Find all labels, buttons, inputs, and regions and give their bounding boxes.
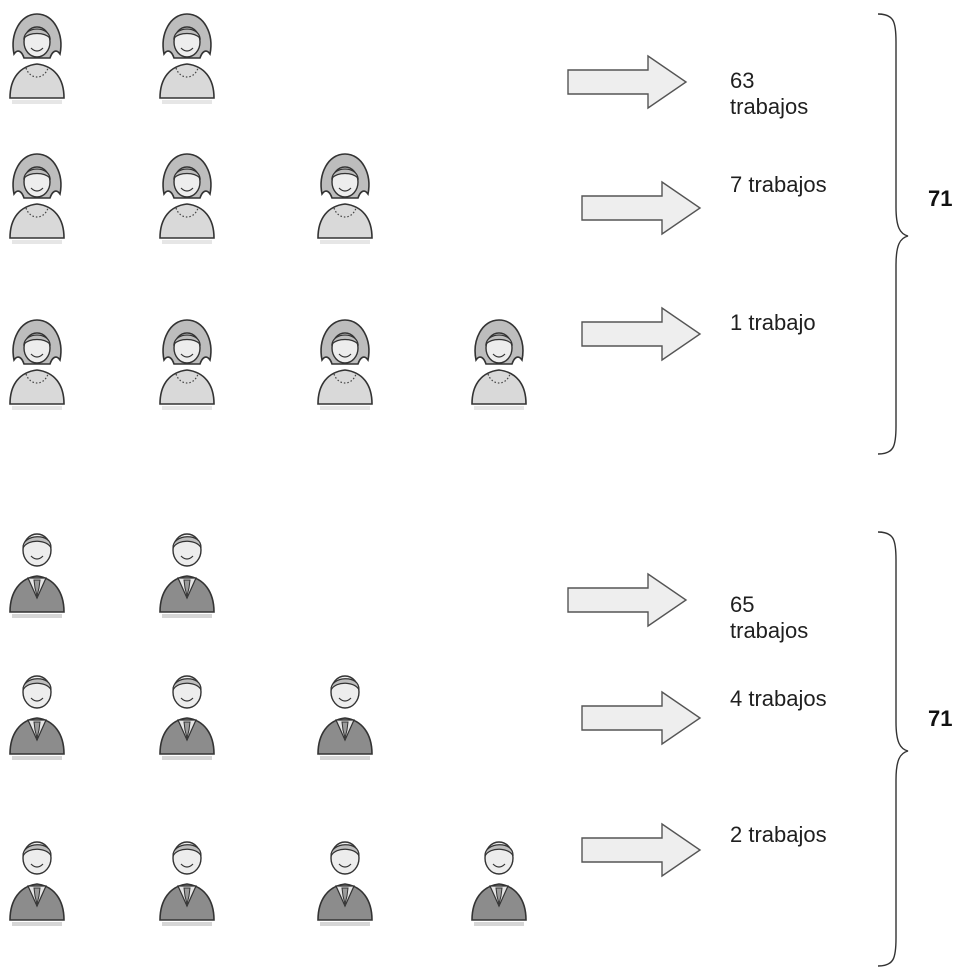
man-person-icon <box>154 664 220 760</box>
woman-person-icon <box>154 148 220 244</box>
woman-person-icon <box>312 148 378 244</box>
women-brace <box>877 13 909 455</box>
woman-person-icon <box>466 314 532 410</box>
man-person-icon <box>4 664 70 760</box>
man-person-icon <box>312 664 378 760</box>
man-person-icon <box>466 830 532 926</box>
men-total: 71 <box>928 706 953 731</box>
right-arrow-icon <box>580 822 704 878</box>
women-row-3-label: 1 trabajo <box>730 310 816 335</box>
woman-person-icon <box>312 314 378 410</box>
men-row-1-label: 65 trabajos <box>730 592 809 643</box>
right-arrow-icon <box>566 572 690 628</box>
woman-person-icon <box>4 8 70 104</box>
woman-person-icon <box>154 314 220 410</box>
right-arrow-icon <box>580 306 704 362</box>
man-person-icon <box>4 830 70 926</box>
man-person-icon <box>154 830 220 926</box>
right-arrow-icon <box>580 180 704 236</box>
women-row-1-label: 63 trabajos <box>730 68 809 119</box>
women-total: 71 <box>928 186 953 211</box>
man-person-icon <box>4 522 70 618</box>
men-row-2-label: 4 trabajos <box>730 686 827 711</box>
right-arrow-icon <box>580 690 704 746</box>
men-brace <box>877 531 909 967</box>
woman-person-icon <box>4 148 70 244</box>
women-row-2-label: 7 trabajos <box>730 172 827 197</box>
woman-person-icon <box>4 314 70 410</box>
man-person-icon <box>154 522 220 618</box>
woman-person-icon <box>154 8 220 104</box>
right-arrow-icon <box>566 54 690 110</box>
men-row-3-label: 2 trabajos <box>730 822 827 847</box>
man-person-icon <box>312 830 378 926</box>
